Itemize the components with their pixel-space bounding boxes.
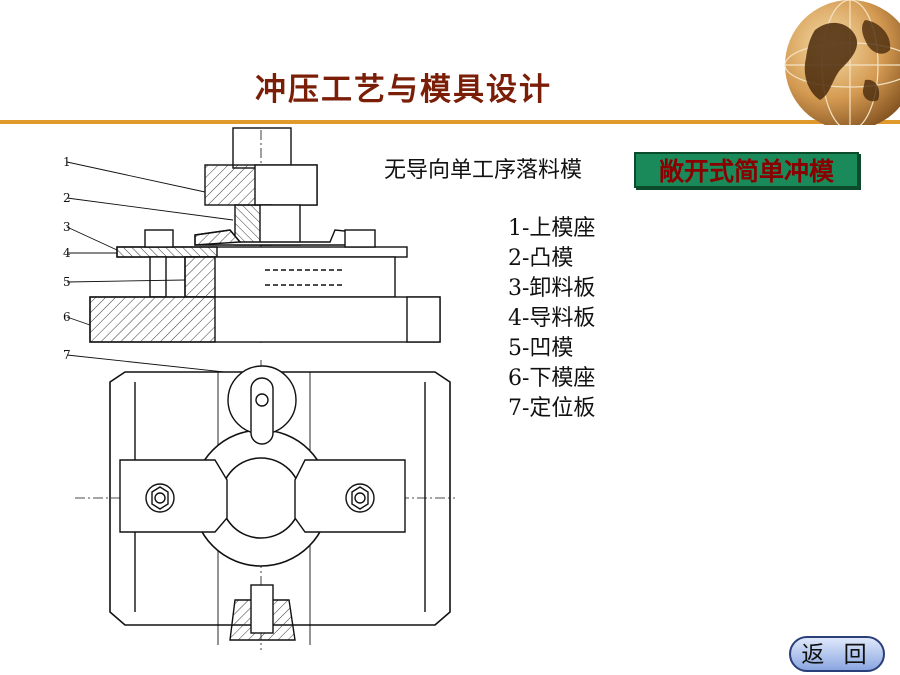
legend-item: 4-导料板 <box>508 306 596 331</box>
callout-2: 2 <box>63 191 71 205</box>
die-type-tag: 敞开式简单冲模 <box>634 152 859 188</box>
parts-legend: 1-上模座 2-凸模 3-卸料板 4-导料板 5-凹模 6-下模座 7-定位板 <box>508 214 595 424</box>
callout-7: 7 <box>63 348 71 362</box>
callout-1: 1 <box>63 155 71 169</box>
callout-6: 6 <box>63 310 71 324</box>
back-button[interactable]: 返 回 <box>789 636 885 672</box>
header-divider <box>0 120 900 124</box>
figure-caption: 无导向单工序落料模 <box>384 158 583 183</box>
callout-5: 5 <box>63 275 71 289</box>
legend-item: 1-上模座 <box>508 216 596 241</box>
legend-item: 5-凹模 <box>508 336 574 361</box>
legend-item: 2-凸模 <box>508 246 574 271</box>
legend-item: 6-下模座 <box>508 366 596 391</box>
legend-item: 7-定位板 <box>508 396 596 421</box>
legend-item: 3-卸料板 <box>508 276 596 301</box>
callout-3: 3 <box>63 220 71 234</box>
die-assembly-drawing: 1 2 3 4 5 6 7 <box>63 127 455 650</box>
globe-logo <box>784 0 900 125</box>
page-title: 冲压工艺与模具设计 <box>255 72 552 108</box>
callout-4: 4 <box>63 246 71 260</box>
